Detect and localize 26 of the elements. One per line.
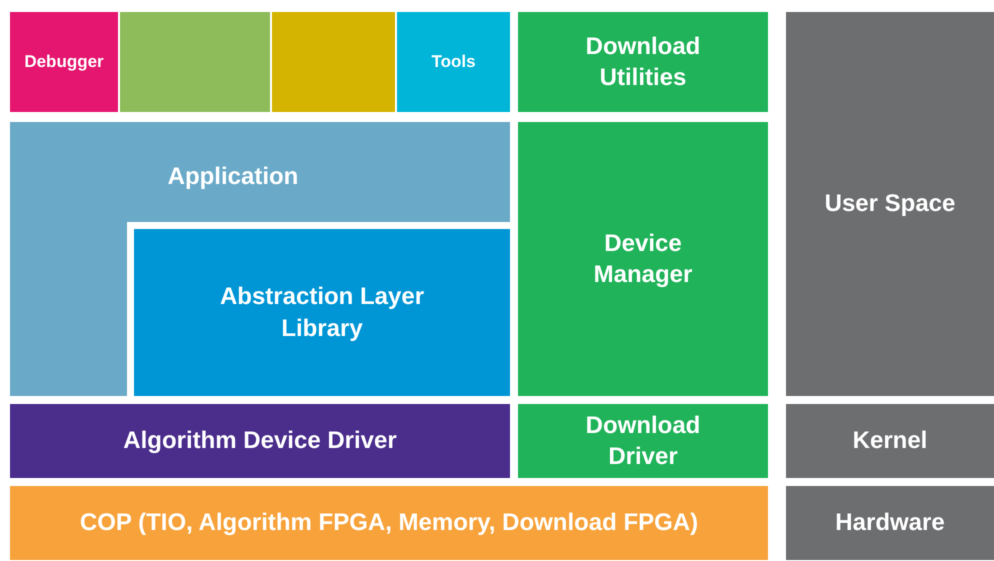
layer-box — [518, 404, 768, 478]
layer-box — [518, 12, 768, 112]
empty-box — [272, 12, 395, 112]
layer-box — [786, 404, 994, 478]
layer-label: Application — [166, 162, 300, 192]
layer-box — [786, 486, 994, 560]
layer-label: Kernel — [852, 426, 928, 456]
layer-label: Debugger — [24, 50, 104, 73]
layer-box — [10, 486, 768, 560]
layer-box — [10, 404, 510, 478]
layer-box — [10, 12, 118, 112]
layer-label: COP (TIO, Algorithm FPGA, Memory, Download FPGA) — [80, 508, 698, 538]
layer-label: Device Manager — [592, 228, 694, 290]
layer-label: Download Utilities — [584, 32, 702, 93]
layer-label: Algorithm Device Driver — [123, 426, 397, 456]
application-panel — [10, 122, 510, 396]
layer-box — [518, 122, 768, 396]
layer-box — [397, 12, 510, 112]
layer-label: Abstraction Layer Library — [218, 282, 426, 344]
layer-box — [134, 229, 510, 396]
layer-label: User Space — [824, 189, 956, 220]
layer-box — [786, 12, 994, 396]
layer-label: Tools — [431, 50, 476, 73]
empty-box — [120, 12, 270, 112]
layer-label: Download Driver — [584, 410, 702, 472]
layer-label: Hardware — [835, 508, 945, 538]
